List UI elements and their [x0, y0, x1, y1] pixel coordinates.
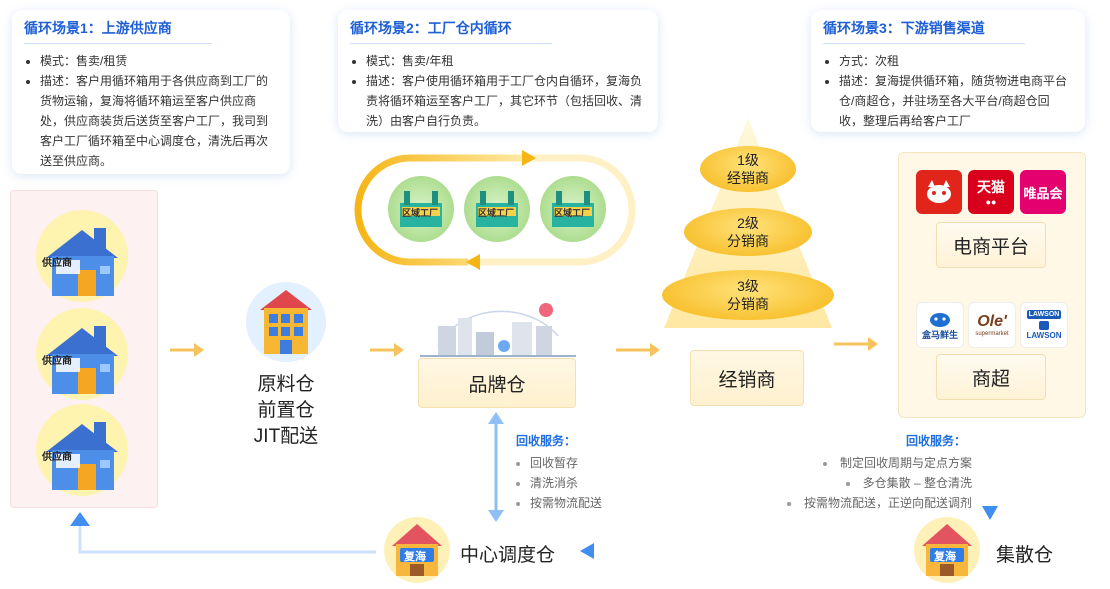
- scenario2-list: 模式：售卖/年租 描述：客户使用循环箱用于工厂仓内自循环，复海负责将循环箱运至客…: [350, 51, 646, 131]
- recycle-right: 回收服务： 制定回收周期与定点方案 多仓集散 – 整仓清洗 按需物流配送，正逆向…: [760, 432, 972, 513]
- supplier-icon: 供应商: [34, 208, 130, 304]
- scenario1-title: 循环场景1：上游供应商: [24, 18, 212, 44]
- hub-warehouse-badge: 复海: [934, 551, 956, 563]
- tmall-logo-icon: 天猫 ●●: [968, 170, 1014, 214]
- hub-warehouse-icon: 复海: [912, 514, 982, 584]
- arrow-right-icon: [170, 343, 204, 357]
- pyramid-level1: 1级 经销商: [700, 146, 796, 192]
- scenario3-list: 方式：次租 描述：复海提供循环箱，随货物进电商平台仓/商超仓，并驻场至各大平台/…: [823, 51, 1073, 131]
- scenario1-mode: 模式：售卖/租赁: [40, 51, 278, 71]
- scenario2-mode: 模式：售卖/年租: [366, 51, 646, 71]
- recycle-right-item: 按需物流配送，正逆向配送调剂: [760, 493, 972, 513]
- recycle-right-list: 制定回收周期与定点方案 多仓集散 – 整仓清洗 按需物流配送，正逆向配送调剂: [760, 453, 972, 513]
- scenario2-desc: 描述：客户使用循环箱用于工厂仓内自循环，复海负责将循环箱运至客户工厂，其它环节（…: [366, 71, 646, 131]
- center-warehouse-icon: 复海: [382, 514, 452, 584]
- brand-warehouse-box: 品牌仓: [418, 358, 576, 408]
- pyramid-level2: 2级 分销商: [684, 208, 812, 256]
- lawson-logo-top: LAWSON: [1026, 310, 1062, 319]
- raw-warehouse-label: 原料仓 前置仓 JIT配送: [228, 372, 344, 450]
- recycle-left-item: 回收暂存: [530, 453, 666, 473]
- scenario1-desc: 描述：客户用循环箱用于各供应商到工厂的货物运输，复海将循环箱运至客户供应商处，供…: [40, 71, 278, 171]
- arrow-elbow-icon: [70, 512, 376, 554]
- arrow-down-icon: [982, 418, 998, 520]
- scenario2-card: 循环场景2：工厂仓内循环 模式：售卖/年租 描述：客户使用循环箱用于工厂仓内自循…: [338, 10, 658, 132]
- tmall-eyes: ●●: [985, 197, 997, 207]
- recycle-left-item: 清洗消杀: [530, 473, 666, 493]
- ole-logo-icon: Ole' supermarket: [968, 302, 1016, 348]
- recycle-left: 回收服务： 回收暂存 清洗消杀 按需物流配送: [516, 432, 666, 513]
- arrow-left-icon: [580, 543, 908, 559]
- factory-tag: 区域工厂: [478, 208, 515, 218]
- factory-tag: 区域工厂: [402, 208, 439, 218]
- scenario1-card: 循环场景1：上游供应商 模式：售卖/租赁 描述：客户用循环箱用于各供应商到工厂的…: [12, 10, 290, 174]
- vip-logo-icon: 唯品会: [1020, 170, 1066, 214]
- scenario1-list: 模式：售卖/租赁 描述：客户用循环箱用于各供应商到工厂的货物运输，复海将循环箱运…: [24, 51, 278, 171]
- factory-loop: [350, 150, 640, 270]
- vip-logo-text: 唯品会: [1023, 185, 1063, 201]
- scenario3-desc: 描述：复海提供循环箱，随货物进电商平台仓/商超仓，并驻场至各大平台/商超仓回收，…: [839, 71, 1073, 131]
- center-warehouse-badge: 复海: [404, 551, 426, 563]
- factory-tag: 区域工厂: [554, 208, 591, 218]
- ole-logo-text: Ole': [977, 313, 1007, 330]
- supermarket-box: 商超: [936, 354, 1046, 400]
- recycle-left-title: 回收服务：: [516, 434, 577, 448]
- raw-warehouse-icon: [244, 280, 328, 364]
- scenario3-mode: 方式：次租: [839, 51, 1073, 71]
- recycle-left-item: 按需物流配送: [530, 493, 666, 513]
- pyramid-level3-role: 分销商: [727, 296, 769, 312]
- pyramid-level3-num: 3级: [737, 278, 759, 294]
- factory-icon: 区域工厂: [388, 176, 454, 242]
- raw-warehouse-line: JIT配送: [253, 426, 319, 447]
- recycle-right-item: 制定回收周期与定点方案: [760, 453, 972, 473]
- arrow-right-icon: [616, 343, 660, 357]
- recycle-right-title: 回收服务：: [905, 434, 966, 448]
- pyramid-level1-role: 经销商: [727, 170, 769, 186]
- supplier-tag: 供应商: [42, 258, 72, 269]
- recycle-left-list: 回收暂存 清洗消杀 按需物流配送: [516, 453, 666, 513]
- jd-logo-icon: [916, 170, 962, 214]
- raw-warehouse-line: 前置仓: [257, 400, 315, 421]
- tmall-logo-text: 天猫: [977, 179, 1005, 195]
- ole-logo-sub: supermarket: [975, 331, 1009, 337]
- lawson-logo-icon: LAWSON LAWSON: [1020, 302, 1068, 348]
- double-arrow-icon: [488, 412, 504, 522]
- pyramid-level3: 3级 分销商: [662, 270, 834, 320]
- pyramid-level2-role: 分销商: [727, 233, 769, 249]
- factory-icon: 区域工厂: [540, 176, 606, 242]
- pyramid-level2-num: 2级: [737, 215, 759, 231]
- center-warehouse-label: 中心调度仓: [460, 545, 556, 566]
- scenario3-card: 循环场景3：下游销售渠道 方式：次租 描述：复海提供循环箱，随货物进电商平台仓/…: [811, 10, 1085, 132]
- lawson-logo-text: LAWSON: [1026, 331, 1062, 340]
- pyramid-level1-num: 1级: [737, 152, 759, 168]
- hema-logo-text: 盒马鲜生: [921, 329, 958, 340]
- ecommerce-box: 电商平台: [936, 222, 1046, 268]
- supplier-icon: 供应商: [34, 306, 130, 402]
- raw-warehouse-line: 原料仓: [257, 374, 315, 395]
- factory-icon: 区域工厂: [464, 176, 530, 242]
- scenario2-title: 循环场景2：工厂仓内循环: [350, 18, 552, 44]
- supplier-tag: 供应商: [42, 356, 72, 367]
- arrow-right-icon: [370, 343, 404, 357]
- supplier-icon: 供应商: [34, 402, 130, 498]
- hema-logo-icon: 盒马鲜生: [916, 302, 964, 348]
- city-skyline-icon: [418, 296, 578, 360]
- supplier-tag: 供应商: [42, 452, 72, 463]
- hub-warehouse-label: 集散仓: [996, 545, 1054, 566]
- recycle-right-item: 多仓集散 – 整仓清洗: [760, 473, 972, 493]
- dealer-box: 经销商: [690, 350, 804, 406]
- arrow-right-icon: [834, 337, 878, 351]
- scenario3-title: 循环场景3：下游销售渠道: [823, 18, 1025, 44]
